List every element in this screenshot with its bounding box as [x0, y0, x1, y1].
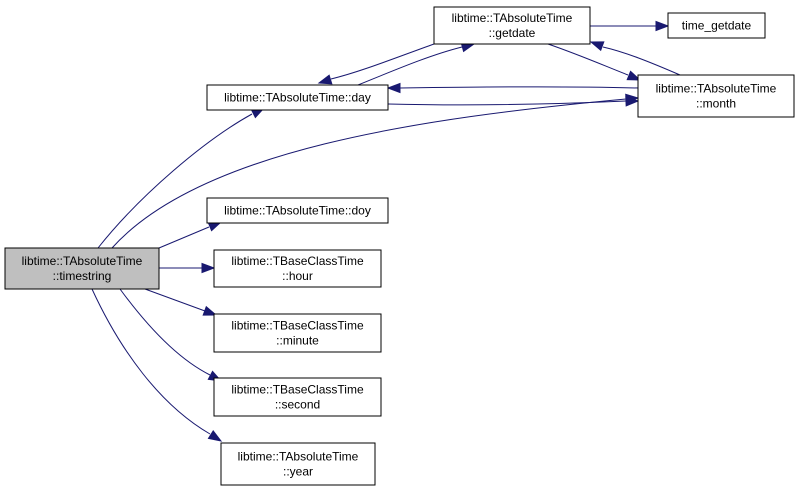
nodes-layer: libtime::TAbsoluteTime::timestringlibtim… — [4, 6, 795, 486]
node-box — [213, 377, 382, 417]
node-box — [213, 313, 382, 353]
node-label-line: libtime::TBaseClassTime — [231, 383, 364, 397]
node-label-line: libtime::TAbsoluteTime — [656, 82, 777, 96]
arrowhead — [589, 41, 605, 52]
node-second[interactable]: libtime::TBaseClassTime::second — [213, 377, 382, 417]
arrowhead — [317, 74, 333, 85]
edge-day-to-month — [387, 96, 640, 107]
node-time_getdate[interactable]: time_getdate — [667, 12, 766, 39]
node-label-line: libtime::TAbsoluteTime — [238, 450, 359, 464]
node-doy[interactable]: libtime::TAbsoluteTime::doy — [206, 197, 389, 224]
arrowhead — [655, 20, 670, 32]
node-year[interactable]: libtime::TAbsoluteTime::year — [220, 442, 376, 486]
node-label-line: ::second — [275, 398, 320, 412]
edge-line — [330, 43, 435, 80]
node-month[interactable]: libtime::TAbsoluteTime::month — [637, 74, 795, 118]
edges-layer — [91, 20, 681, 442]
arrowhead — [201, 262, 216, 274]
edge-line — [91, 288, 211, 435]
edge-line — [97, 113, 253, 249]
node-label-line: ::timestring — [53, 269, 112, 283]
edge-timestring-to-hour — [159, 262, 216, 274]
node-label-line: ::getdate — [489, 26, 536, 40]
edge-timestring-to-year — [91, 288, 223, 442]
edge-getdate-to-day — [317, 43, 435, 85]
edge-timestring-to-second — [119, 288, 223, 382]
node-box — [667, 12, 766, 39]
node-label-line: libtime::TAbsoluteTime — [22, 254, 143, 268]
edge-getdate-to-month — [547, 43, 642, 81]
node-label-line: ::month — [696, 97, 736, 111]
node-label-line: libtime::TAbsoluteTime — [452, 11, 573, 25]
edge-month-to-getdate — [589, 41, 681, 76]
node-label-line: time_getdate — [682, 19, 752, 33]
node-label-line: libtime::TAbsoluteTime::doy — [224, 204, 371, 218]
node-label-line: libtime::TAbsoluteTime::day — [224, 91, 371, 105]
edge-timestring-to-minute — [144, 288, 218, 316]
node-box — [206, 197, 389, 224]
edge-line — [144, 288, 206, 312]
node-box — [4, 247, 160, 290]
edge-line — [602, 46, 681, 76]
node-box — [637, 74, 795, 118]
arrowhead — [386, 82, 401, 94]
node-box — [220, 442, 376, 486]
node-hour[interactable]: libtime::TBaseClassTime::hour — [213, 249, 382, 288]
edge-line — [158, 226, 210, 249]
node-box — [206, 84, 389, 111]
node-box — [433, 6, 591, 45]
edge-line — [119, 288, 211, 376]
edge-line — [399, 86, 639, 89]
edge-line — [387, 100, 627, 106]
edge-timestring-to-month — [111, 93, 640, 249]
arrowhead — [207, 429, 223, 442]
node-day[interactable]: libtime::TAbsoluteTime::day — [206, 84, 389, 111]
edge-getdate-to-time_getdate — [590, 20, 670, 32]
node-box — [213, 249, 382, 288]
node-minute[interactable]: libtime::TBaseClassTime::minute — [213, 313, 382, 353]
node-label-line: libtime::TBaseClassTime — [231, 254, 364, 268]
edge-month-to-day — [386, 82, 639, 94]
edge-day-to-getdate — [357, 42, 476, 86]
node-timestring[interactable]: libtime::TAbsoluteTime::timestring — [4, 247, 160, 290]
edge-line — [357, 46, 463, 86]
node-label-line: libtime::TBaseClassTime — [231, 319, 364, 333]
node-label-line: ::hour — [282, 269, 313, 283]
arrowhead — [625, 96, 640, 107]
node-getdate[interactable]: libtime::TAbsoluteTime::getdate — [433, 6, 591, 45]
node-label-line: ::minute — [276, 334, 319, 348]
edge-line — [547, 43, 629, 76]
edge-line — [111, 98, 627, 249]
arrowhead — [626, 70, 642, 81]
edge-timestring-to-day — [97, 107, 266, 249]
node-label-line: ::year — [283, 465, 313, 479]
arrowhead — [202, 305, 218, 316]
